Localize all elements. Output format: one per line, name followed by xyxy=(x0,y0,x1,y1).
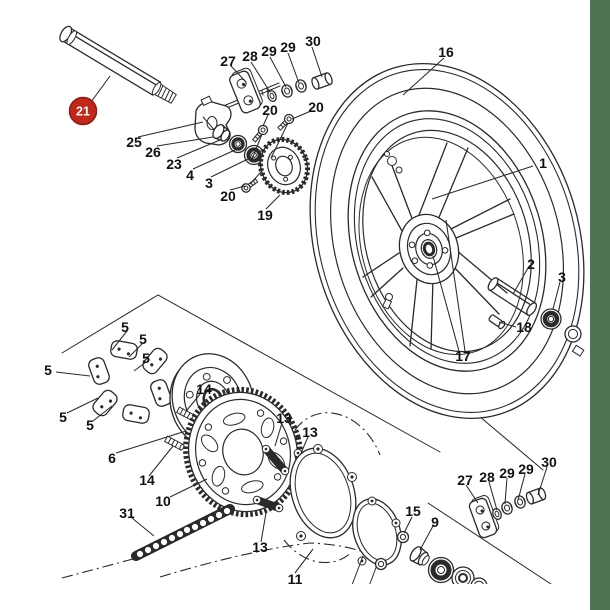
highlight-badge-21: 21 xyxy=(68,96,98,126)
axle-spacer-2 xyxy=(487,277,538,316)
ring-11 xyxy=(283,412,381,564)
highlight-badge-circle xyxy=(68,96,98,126)
part-label-13-a: 13 xyxy=(276,410,292,426)
spacer-30-bottom xyxy=(525,487,547,505)
part-label-25: 25 xyxy=(126,134,142,150)
nut-29-top-b xyxy=(295,79,307,93)
sprocket-10 xyxy=(183,386,303,518)
bottom-clip-strip xyxy=(0,584,610,610)
part-label-5-d: 5 xyxy=(44,362,52,378)
part-label-15: 15 xyxy=(405,503,421,519)
link-plate-13-a xyxy=(261,444,290,476)
bolt-20-b xyxy=(277,113,295,131)
part-label-26: 26 xyxy=(145,144,161,160)
part-label-11: 11 xyxy=(288,571,303,587)
part-label-13-c: 13 xyxy=(252,539,268,555)
part-label-5-b: 5 xyxy=(139,331,147,347)
part-label-5-c: 5 xyxy=(142,350,150,366)
part-label-29-bottom-a: 29 xyxy=(499,465,515,481)
part-label-28-bottom: 28 xyxy=(479,469,495,485)
part-label-9: 9 xyxy=(431,514,439,530)
hub-bearing xyxy=(427,556,455,584)
part-label-19: 19 xyxy=(257,207,273,223)
part-label-23: 23 xyxy=(166,156,182,172)
spacer-23 xyxy=(212,123,231,142)
stud-14-b xyxy=(163,435,185,451)
right-color-band xyxy=(590,0,610,610)
part-label-14-a: 14 xyxy=(196,381,212,397)
part-label-29-top-b: 29 xyxy=(280,39,296,55)
nut-15 xyxy=(374,530,410,571)
part-label-17: 17 xyxy=(455,348,471,364)
nut-29-top-a xyxy=(281,84,293,98)
highlight-badge-label: 21 xyxy=(76,105,90,119)
link-plate-13-c xyxy=(252,495,284,513)
bearing-4 xyxy=(228,134,248,154)
part-label-5-a: 5 xyxy=(121,319,129,335)
part-label-20-a: 20 xyxy=(262,102,278,118)
wheel-spokes xyxy=(362,142,515,350)
nut-29-bottom-a xyxy=(501,501,513,515)
part-label-29-top-a: 29 xyxy=(261,43,277,59)
part-label-29-bottom-b: 29 xyxy=(518,461,534,477)
part-label-27-top: 27 xyxy=(220,53,236,69)
part-label-2: 2 xyxy=(527,256,535,272)
washer-28-bottom xyxy=(492,508,502,520)
part-label-4: 4 xyxy=(186,167,194,183)
damper-segments-5 xyxy=(88,340,172,424)
part-label-30-bottom: 30 xyxy=(541,454,557,470)
drive-chain-31 xyxy=(131,504,235,561)
part-label-10: 10 xyxy=(155,493,171,509)
sensor-ring-19 xyxy=(257,136,311,196)
bolt-20-a xyxy=(252,124,269,143)
leader-lines xyxy=(55,46,561,574)
part-label-6: 6 xyxy=(108,450,116,466)
nut-29-bottom-b xyxy=(514,495,526,509)
part-label-13-b: 13 xyxy=(302,424,318,440)
bolt-20-c xyxy=(241,178,259,193)
part-label-5-e: 5 xyxy=(59,409,67,425)
part-label-27-bottom: 27 xyxy=(457,472,473,488)
collar-9 xyxy=(409,546,430,566)
part-label-3-right: 3 xyxy=(558,269,566,285)
part-label-5-f: 5 xyxy=(86,417,94,433)
part-label-31: 31 xyxy=(119,505,135,521)
part-label-20-c: 20 xyxy=(220,188,236,204)
part-label-18: 18 xyxy=(516,319,532,335)
part-label-1: 1 xyxy=(539,155,547,171)
part-label-16: 16 xyxy=(438,44,454,60)
spacer-30-top xyxy=(311,72,333,90)
part-label-30-top: 30 xyxy=(305,33,321,49)
part-label-3-left: 3 xyxy=(205,175,213,191)
rear-wheel xyxy=(309,63,585,419)
part-label-20-b: 20 xyxy=(308,99,324,115)
part-labels: 27 28 29 29 30 16 20 20 25 26 23 4 3 20 … xyxy=(44,33,566,587)
axle-shaft-21 xyxy=(59,25,177,104)
disc-boss xyxy=(387,156,397,166)
part-label-14-b: 14 xyxy=(139,472,155,488)
washer-28-top xyxy=(267,90,277,102)
bearing-3-right xyxy=(540,308,585,357)
part-label-28-top: 28 xyxy=(242,48,258,64)
